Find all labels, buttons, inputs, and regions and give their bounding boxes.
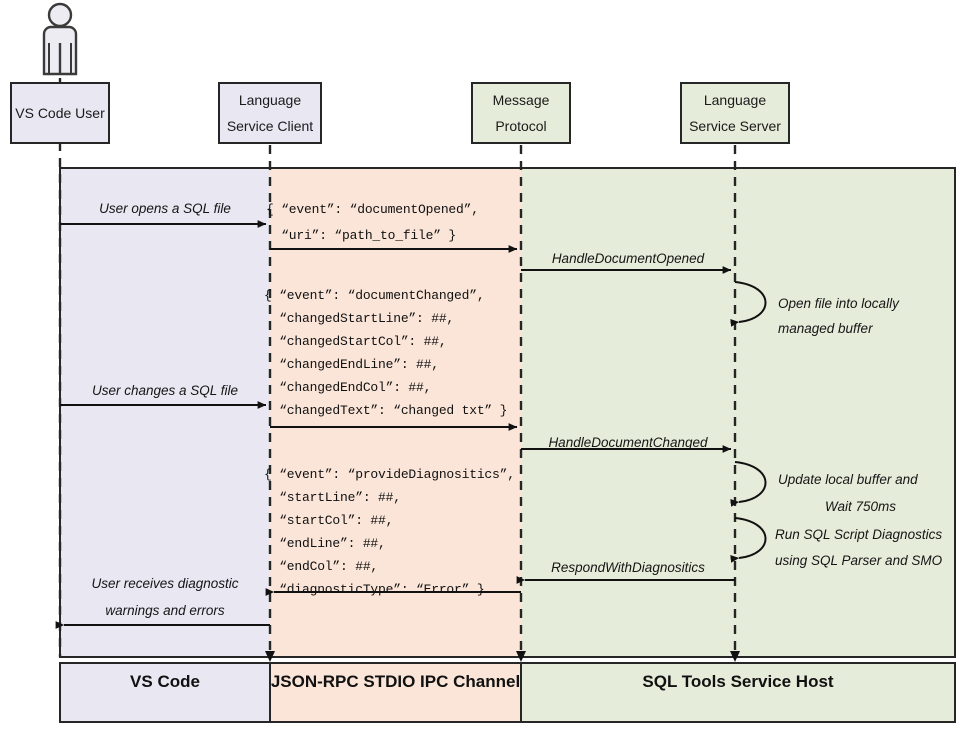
label-user-receives-diagnostics-line1: User receives diagnostic xyxy=(91,576,239,591)
payload-document-opened-line-1: { “event”: “documentOpened”, xyxy=(266,202,479,217)
payload-document-changed-line-2: “changedStartLine”: ##, xyxy=(264,311,455,326)
participant-label-message-protocol-line2: Protocol xyxy=(495,118,547,134)
label-run-diagnostics-line1: Run SQL Script Diagnostics xyxy=(775,527,943,542)
participant-box-language-service-client[interactable]: Language Service Client xyxy=(218,82,322,144)
participant-label-language-service-server-line1: Language xyxy=(703,92,767,108)
label-handle-document-opened: HandleDocumentOpened xyxy=(551,251,705,266)
payload-document-changed-line-5: “changedEndCol”: ##, xyxy=(264,380,432,395)
label-user-opens-sql-file: User opens a SQL file xyxy=(99,201,231,216)
footer-band-sql-tools xyxy=(520,662,956,723)
terminator-server xyxy=(730,651,740,662)
self-loop-update-buffer-wait xyxy=(730,461,767,507)
lifeline-terminators xyxy=(265,651,740,662)
label-user-receives-diagnostics-line2: warnings and errors xyxy=(105,603,225,618)
label-update-buffer-wait-line1: Update local buffer and xyxy=(778,472,918,487)
label-handle-document-changed: HandleDocumentChanged xyxy=(548,435,708,450)
participant-label-message-protocol-line1: Message xyxy=(492,92,550,108)
participant-box-message-protocol[interactable]: Message Protocol xyxy=(471,82,571,144)
payload-document-changed-line-4: “changedEndLine”: ##, xyxy=(264,357,439,372)
label-open-file-buffer-line2: managed buffer xyxy=(778,321,873,336)
label-open-file-buffer-line1: Open file into locally xyxy=(778,296,899,311)
payload-document-changed-line-1: { “event”: “documentChanged”, xyxy=(264,288,485,303)
label-run-diagnostics-line2: using SQL Parser and SMO xyxy=(775,553,943,568)
footer-band-vs-code xyxy=(59,662,271,723)
participant-box-vs-code-user[interactable]: VS Code User xyxy=(10,82,110,144)
footer-label-vs-code: VS Code xyxy=(130,672,200,691)
self-loop-run-diagnostics xyxy=(730,517,767,563)
payload-provide-diagnostics-line-2: “startLine”: ##, xyxy=(264,490,401,505)
participant-label-language-service-client-line1: Language xyxy=(238,92,302,108)
payload-provide-diagnostics-line-6: “diagnosticType”: “Error” } xyxy=(264,582,485,597)
participant-box-language-service-server[interactable]: Language Service Server xyxy=(680,82,790,144)
payload-provide-diagnostics-line-1: { “event”: “provideDiagnositics”, xyxy=(264,467,515,482)
terminator-client xyxy=(265,651,275,662)
self-call-loops xyxy=(730,281,767,563)
message-arrows xyxy=(55,220,735,629)
payload-provide-diagnostics-line-5: “endCol”: ##, xyxy=(264,559,379,574)
label-user-changes-sql-file: User changes a SQL file xyxy=(91,383,239,398)
stage-outline xyxy=(59,167,956,658)
label-respond-with-diagnostics: RespondWithDiagnositics xyxy=(551,560,705,575)
participant-label-vs-code-user-line1: VS Code User xyxy=(15,105,105,121)
footer-bands xyxy=(59,662,956,723)
lifelines xyxy=(58,78,737,657)
band-vs-code-bg xyxy=(60,168,270,657)
participant-label-language-service-client-line2: Service Client xyxy=(226,118,314,134)
payload-document-changed-line-3: “changedStartCol”: ##, xyxy=(264,334,447,349)
participant-label-language-service-server-line2: Service Server xyxy=(689,118,781,134)
footer-label-json-rpc: JSON-RPC STDIO IPC Channel xyxy=(270,672,521,691)
vs-code-user-actor-icon xyxy=(42,2,78,76)
payload-document-opened-line-2: “uri”: “path_to_file” } xyxy=(266,228,457,243)
payload-provide-diagnostics-line-3: “startCol”: ##, xyxy=(264,513,394,528)
label-update-buffer-wait-line2: Wait 750ms xyxy=(824,499,897,514)
self-loop-open-file-buffer xyxy=(730,281,767,327)
payload-document-changed-line-6: “changedText”: “changed txt” } xyxy=(264,403,508,418)
footer-band-json-rpc xyxy=(269,662,522,723)
terminator-protocol xyxy=(516,651,526,662)
payload-provide-diagnostics-line-4: “endLine”: ##, xyxy=(264,536,386,551)
footer-label-sql-tools: SQL Tools Service Host xyxy=(642,672,834,691)
band-sql-tools-bg xyxy=(521,168,955,657)
